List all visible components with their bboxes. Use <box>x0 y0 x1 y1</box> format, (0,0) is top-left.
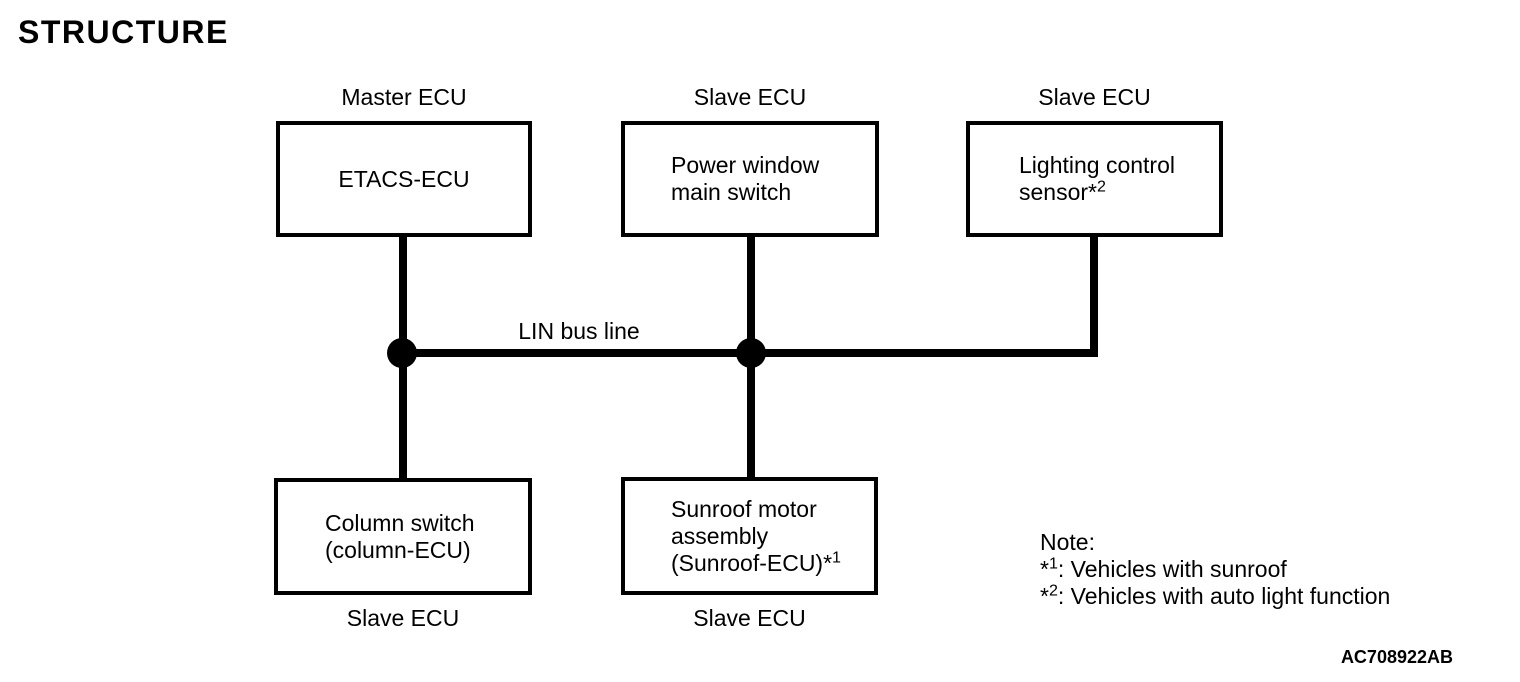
note-item-auto-light: *2: Vehicles with auto light function <box>1040 581 1391 609</box>
role-label-slave-ecu-power-window: Slave ECU <box>693 84 807 110</box>
lin-bus-label: LIN bus line <box>518 318 640 344</box>
node-etacs-ecu: ETACS-ECU <box>276 121 532 237</box>
node-column-switch: Column switch (column-ECU) <box>274 478 532 595</box>
node-power-window-line1: Power window <box>671 152 820 178</box>
footnote-marker-2: 2 <box>1048 581 1058 600</box>
role-label-master-ecu: Master ECU <box>341 84 467 110</box>
role-label-slave-ecu-column-switch: Slave ECU <box>346 605 460 631</box>
note-block: Note: *1: Vehicles with sunroof *2: Vehi… <box>1040 529 1390 610</box>
role-label-slave-ecu-sunroof: Slave ECU <box>693 605 806 631</box>
footnote-marker-1: 1 <box>1048 554 1058 573</box>
node-power-window-line2: main switch <box>671 179 792 205</box>
node-etacs-ecu-label: ETACS-ECU <box>338 165 470 192</box>
node-lighting-line1: Lighting control <box>1019 152 1175 178</box>
note-item-sunroof: *1: Vehicles with sunroof <box>1040 554 1287 582</box>
footnote-ref-2: 2 <box>1096 177 1106 196</box>
node-lighting-line2: sensor*2 <box>1019 177 1106 205</box>
footnote-ref-1: 1 <box>832 547 841 566</box>
node-power-window-main-switch: Power window main switch <box>621 121 879 237</box>
node-sunroof-line2: assembly <box>671 522 769 549</box>
node-sunroof-motor-assembly: Sunroof motor assembly (Sunroof-ECU)*1 <box>621 477 878 595</box>
note-title: Note: <box>1040 529 1095 555</box>
node-sunroof-line3: (Sunroof-ECU)*1 <box>671 547 841 576</box>
junction-dot-left <box>387 338 417 368</box>
role-label-slave-ecu-lighting: Slave ECU <box>1038 84 1151 110</box>
junction-dot-middle <box>736 338 766 368</box>
node-sunroof-line1: Sunroof motor <box>671 495 817 522</box>
node-column-switch-line2: (column-ECU) <box>325 536 471 563</box>
connector-line-lighting-sensor <box>1090 235 1098 357</box>
page-title: STRUCTURE <box>18 14 229 50</box>
figure-code: AC708922AB <box>1340 647 1453 667</box>
node-lighting-control-sensor: Lighting control sensor*2 <box>966 121 1223 237</box>
node-column-switch-line1: Column switch <box>325 509 475 536</box>
